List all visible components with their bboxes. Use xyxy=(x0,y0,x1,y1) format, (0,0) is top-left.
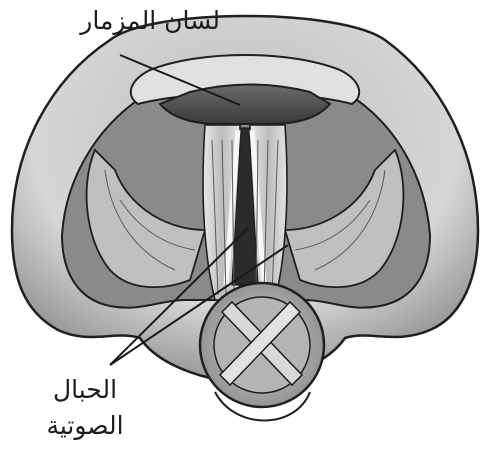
epiglottis-label: لسان المزمار xyxy=(10,6,220,35)
vocal-cords-label-line2: الصوتية xyxy=(0,408,170,444)
vocal-cords-label-line1: الحبال xyxy=(0,372,170,408)
vocal-cords-label: الحبال الصوتية xyxy=(0,372,170,444)
